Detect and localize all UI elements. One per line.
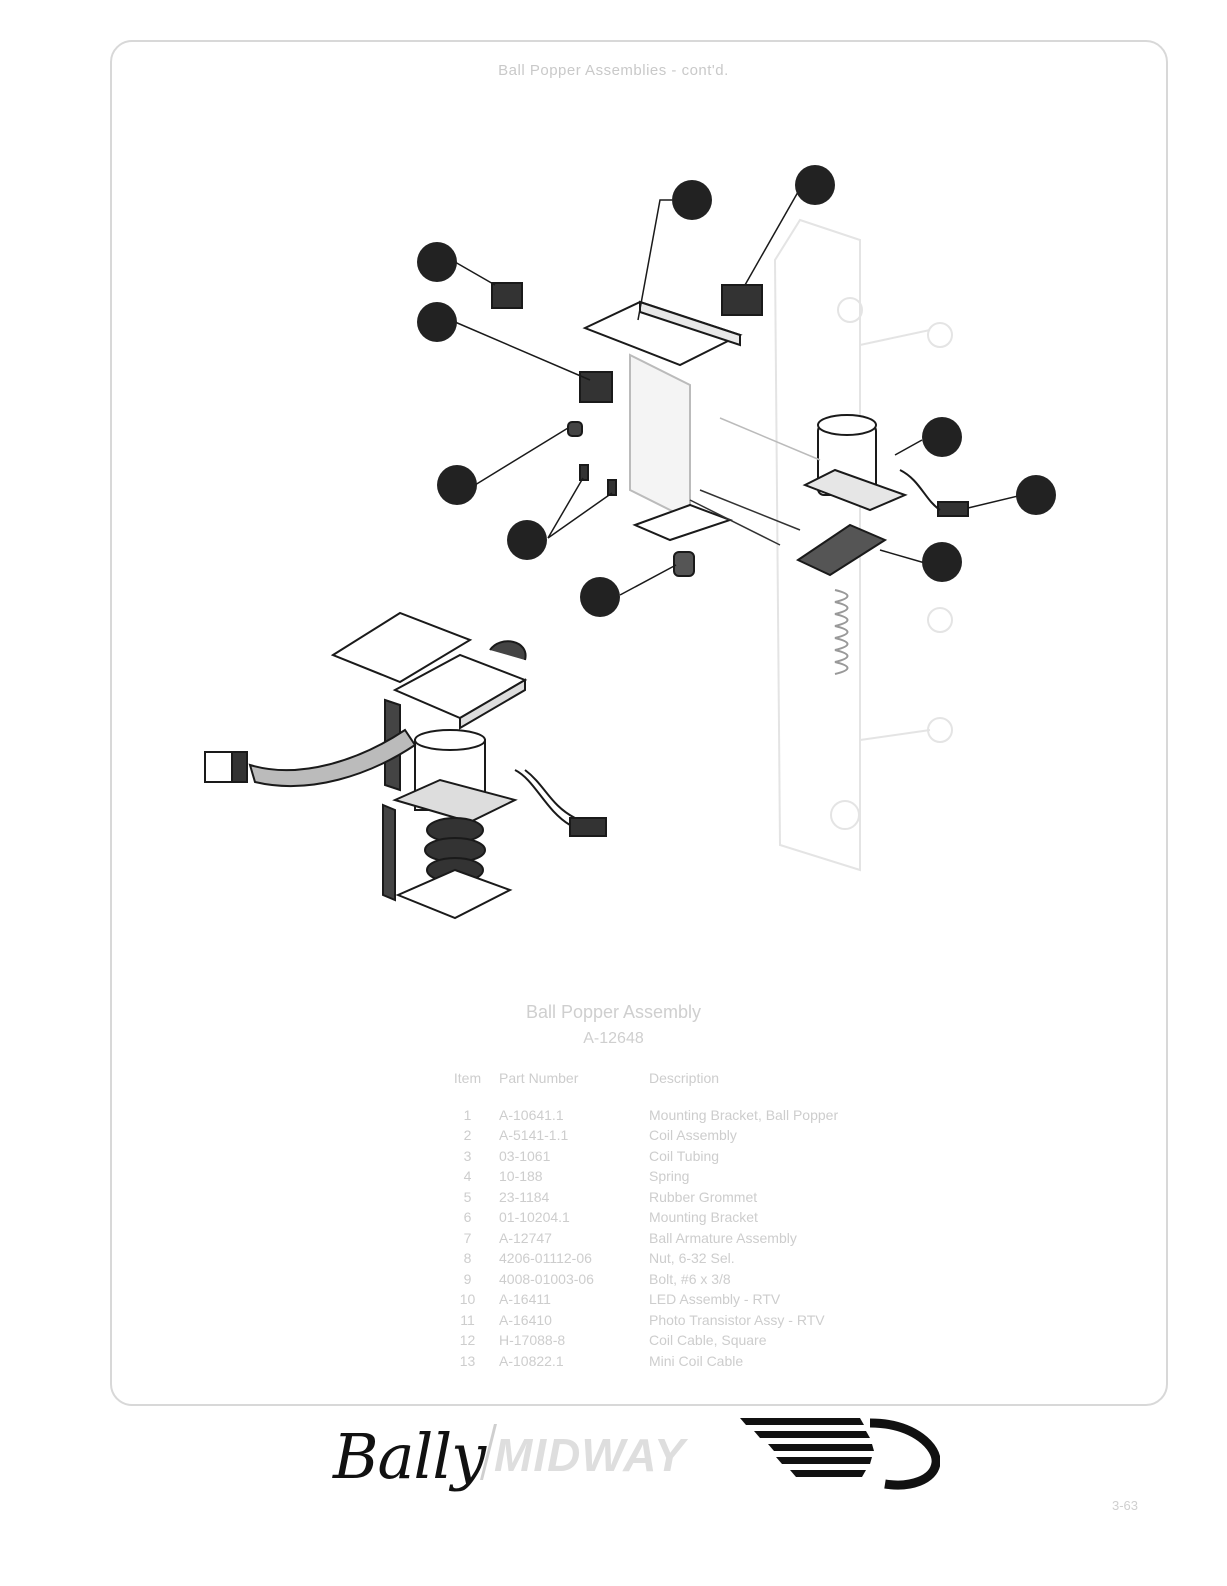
parts-part-number: 01-10204.1 [499,1209,570,1225]
parts-item-number: 1 [463,1106,472,1123]
parts-part-number: A-10641.1 [499,1106,564,1123]
parts-item-number: 2 [463,1127,472,1143]
parts-row: 12 H-17088-8 Coil Cable, Square [440,1330,909,1351]
parts-item-number: 4 [463,1168,472,1184]
parts-row: 2 A-5141-1.1 Coil Assembly [440,1125,909,1146]
callout-leaders [454,191,1019,596]
bally-logo: Bally [333,1420,486,1493]
mounting-plate [773,218,953,872]
parts-description: Mini Coil Cable [649,1352,744,1369]
parts-part-number: A-12747 [499,1229,552,1246]
header-description: Description [649,1070,720,1086]
header-item: Item [453,1070,482,1086]
parts-part-number: 4206-01112-06 [499,1250,592,1266]
midway-wing-logo-icon [740,1418,940,1490]
parts-part-number: A-10822.1 [499,1352,564,1369]
parts-row: 8 4206-01112-06 Nut, 6-32 Sel. [440,1248,909,1269]
parts-table-header: Item Part Number Description [440,1068,909,1089]
midway-logo: MIDWAY [494,1429,686,1481]
callout-marker [1016,475,1056,515]
parts-description: Mounting Bracket [649,1209,758,1225]
parts-description: Spring [649,1168,690,1184]
exploded-diagram [204,165,1056,920]
callout-marker [417,302,457,342]
parts-description: Mounting Bracket, Ball Popper [649,1106,839,1123]
parts-row: 10 A-16411 LED Assembly - RTV [440,1289,909,1310]
assembly-title: Ball Popper Assembly [525,1002,702,1022]
parts-row: 5 23-1184 Rubber Grommet [440,1187,909,1208]
parts-part-number: 03-1061 [499,1147,551,1164]
parts-description: Nut, 6-32 Sel. [649,1250,735,1266]
parts-row: 11 A-16410 Photo Transistor Assy - RTV [440,1310,909,1331]
parts-item-number: 10 [459,1291,476,1307]
parts-description: Rubber Grommet [649,1188,758,1205]
page-number: 3-63 [1112,1498,1139,1513]
parts-row: 7 A-12747 Ball Armature Assembly [440,1228,909,1249]
parts-item-number: 12 [459,1332,476,1348]
callout-marker [507,520,547,560]
parts-description: Coil Cable, Square [649,1332,767,1348]
parts-row: 9 4008-01003-06 Bolt, #6 x 3/8 [440,1269,909,1290]
header-part-number: Part Number [499,1070,579,1086]
callout-circles [417,165,1056,617]
parts-row: 6 01-10204.1 Mounting Bracket [440,1207,909,1228]
parts-row: 13 A-10822.1 Mini Coil Cable [440,1351,909,1372]
parts-part-number: A-5141-1.1 [499,1127,569,1143]
parts-part-number: 4008-01003-06 [499,1270,594,1287]
assembled-popper [204,611,607,920]
callout-marker [437,465,477,505]
parts-item-number: 9 [463,1270,472,1287]
parts-part-number: H-17088-8 [499,1332,566,1348]
parts-item-number: 7 [463,1229,472,1246]
parts-row: 4 10-188 Spring [440,1166,909,1187]
page-frame [110,40,1168,1406]
parts-item-number: 8 [463,1250,472,1266]
parts-description: Bolt, #6 x 3/8 [649,1270,731,1287]
parts-row: 3 03-1061 Coil Tubing [440,1146,909,1167]
callout-marker [795,165,835,205]
parts-item-number: 11 [460,1311,475,1328]
parts-item-number: 6 [463,1209,472,1225]
parts-part-number: 23-1184 [499,1188,550,1205]
parts-part-number: A-16410 [499,1311,552,1328]
parts-item-number: 13 [459,1352,476,1369]
parts-rows: 1 A-10641.1 Mounting Bracket, Ball Popper 2… [440,1105,909,1372]
parts-part-number: A-16411 [499,1291,551,1307]
callout-marker [922,542,962,582]
parts-item-number: 3 [463,1147,472,1164]
parts-description: LED Assembly - RTV [649,1291,781,1307]
parts-description: Photo Transistor Assy - RTV [649,1311,825,1328]
parts-part-number: 10-188 [499,1168,543,1184]
callout-marker [417,242,457,282]
callout-marker [922,417,962,457]
parts-description: Coil Tubing [649,1147,720,1164]
parts-description: Ball Armature Assembly [649,1229,797,1246]
callout-marker [580,577,620,617]
parts-row: 1 A-10641.1 Mounting Bracket, Ball Popper [440,1105,909,1126]
assembly-number: A-12648 [583,1030,644,1047]
callout-marker [672,180,712,220]
parts-description: Coil Assembly [649,1127,737,1143]
parts-item-number: 5 [463,1188,472,1205]
page-title: Ball Popper Assemblies - cont'd. [498,62,729,79]
popper-exploded-assembly [491,282,969,675]
